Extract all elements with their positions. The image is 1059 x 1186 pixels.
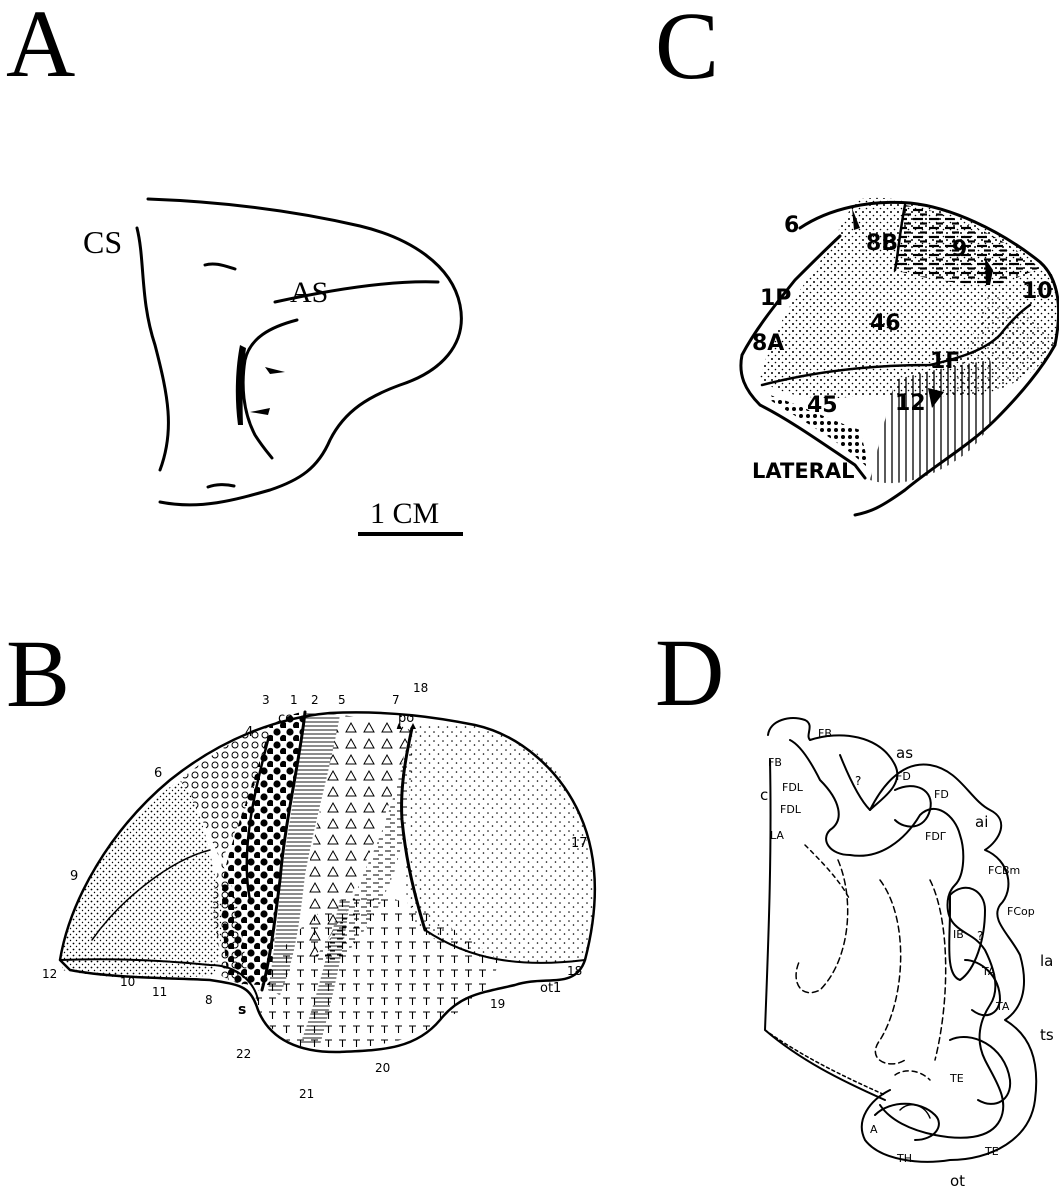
label-area-8: 8 [205,993,213,1007]
panel-letter-b: B [6,620,70,727]
label-cs: CS [83,224,122,260]
label-area-22: 22 [236,1047,251,1061]
label-area-5: 5 [338,693,346,707]
area-fd-2: FD [934,788,949,801]
area-fcop: FCop [1007,905,1035,918]
label-area-18-top: 18 [413,681,428,695]
label-area-18-bottom: 18 [567,964,582,978]
label-area-12: 12 [895,391,926,416]
label-area-7: 7 [392,693,400,707]
label-area-8a: 8A [752,331,784,356]
label-area-20: 20 [375,1061,390,1075]
label-as: AS [290,276,328,309]
label-area-1: 1 [290,693,298,707]
panel-b: B 3 1 2 5 7 18 4 ce po 6 9 17 12 10 [6,620,595,1101]
area-th: TH [896,1152,912,1165]
area-fd-1: FD [896,770,911,783]
area-te-2: TE [984,1145,999,1158]
label-area-19: 19 [490,997,505,1011]
panel-letter-c: C [655,0,719,99]
area-fdl-2: FDL [780,803,802,816]
sulcus-la: la [1040,952,1053,970]
area-question-1: ? [855,774,861,788]
arrow-lower-icon [250,408,270,415]
label-area-6: 6 [784,213,799,238]
label-area-17: 17 [571,836,588,851]
panel-d: D ci as ai la ts ot FB FB FDL FDL LA ? [655,619,1054,1186]
arrow-upper-icon [265,367,285,374]
label-ot1: ot1 [540,981,561,996]
area-question-2: ? [977,929,983,943]
sulcus-ci: ci [760,786,772,804]
sulcus-ts: ts [1040,1026,1054,1044]
label-area-21: 21 [299,1087,314,1101]
area-fcbm: FCBm [988,864,1020,877]
area-fd-gamma: FDΓ [925,830,947,843]
label-s: s [238,1002,246,1018]
label-area-6: 6 [154,766,162,781]
label-lateral: LATERAL [752,459,854,483]
scale-bar-label: 1 CM [370,497,439,530]
sulcus-as: as [896,744,913,762]
label-area-4: 4 [245,725,253,740]
sulcus-ai: ai [975,813,988,831]
area-ta-2: TA [995,1000,1010,1013]
label-area-2: 2 [311,693,319,707]
area-ib: IB [953,928,964,941]
label-area-12: 12 [42,967,57,981]
area-fb-top: FB [818,727,832,740]
label-area-46: 46 [870,311,901,336]
label-area-1p: 1P [760,286,791,311]
label-area-45: 45 [807,393,838,418]
label-area-10: 10 [120,975,135,989]
label-area-9: 9 [952,237,967,262]
label-ce: ce [278,711,293,726]
label-po: po [398,711,414,726]
area-a: A [870,1123,878,1136]
area-la: LA [770,829,784,842]
sulcus-ot: ot [950,1172,965,1186]
panel-letter-a: A [6,0,75,97]
area-ta-1: TA [981,965,996,978]
panel-c: C 6 8B 9 10 1P 46 8A 1F 12 45 LATERAL [655,0,1059,515]
panel-a: A CS AS 1 CM [6,0,463,534]
label-area-1f: 1F [930,349,960,374]
area-te-1: TE [949,1072,964,1085]
area-fdl-1: FDL [782,781,804,794]
label-area-11: 11 [152,985,167,999]
label-area-10: 10 [1022,279,1053,304]
panel-letter-d: D [655,619,724,726]
brain-outline-a [137,199,461,505]
label-area-8b: 8B [866,231,898,256]
label-area-3: 3 [262,693,270,707]
area-fb-left: FB [768,756,782,769]
label-area-9: 9 [70,869,78,884]
